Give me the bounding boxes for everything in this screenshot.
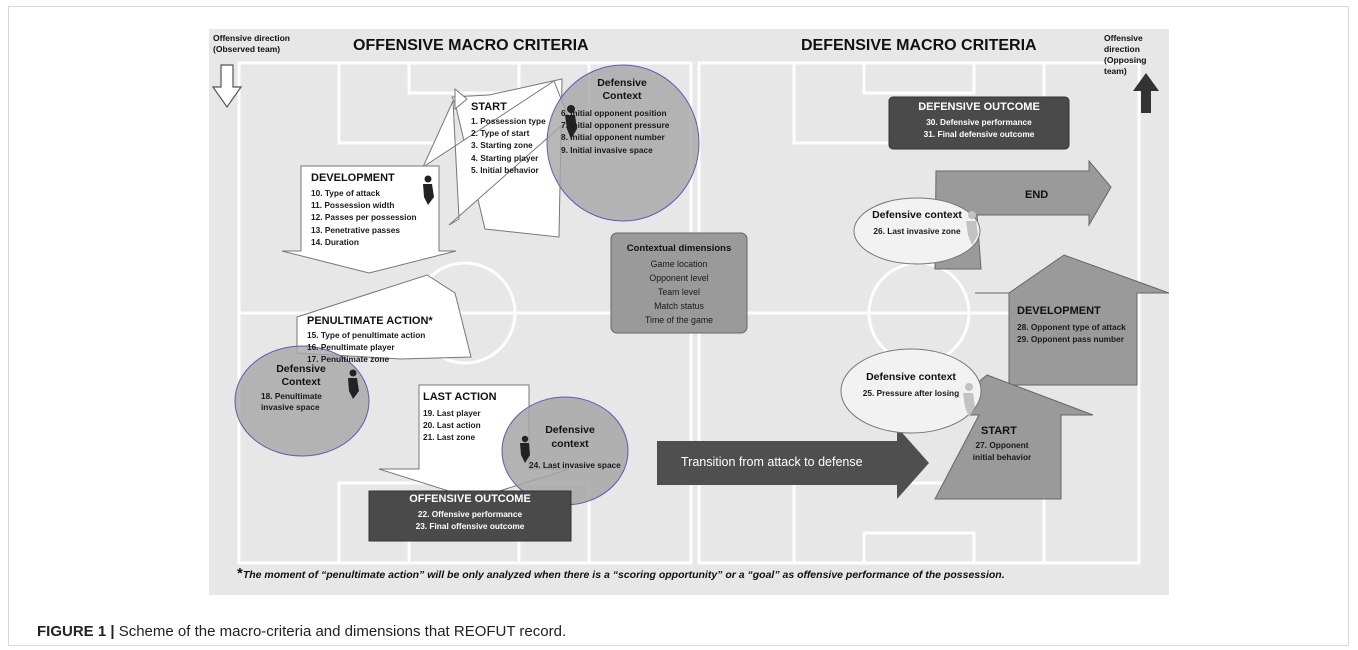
defensive-context-last-list: 24. Last invasive space (529, 460, 621, 470)
opp-start-list: 27. Opponent initial behavior (972, 440, 1032, 463)
defensive-context-last-title: Defensive context (545, 424, 595, 450)
figure-caption: FIGURE 1 | Scheme of the macro-criteria … (37, 623, 566, 640)
scheme-figure: Offensive direction (Observed team) Offe… (209, 29, 1169, 595)
def-context-loss-list: 25. Pressure after losing (862, 388, 960, 398)
defensive-outcome-list: 30. Defensive performance 31. Final defe… (923, 117, 1035, 140)
caption-label: FIGURE 1 | (37, 623, 115, 640)
end-label: END (1025, 189, 1049, 201)
figure-frame: Offensive direction (Observed team) Offe… (8, 6, 1349, 646)
defensive-context-penultimate-title: Defensive Context (276, 363, 326, 388)
development-list: 10. Type of attack 11. Possession width … (311, 188, 417, 247)
footnote-mark: * (237, 565, 243, 582)
start-list: 1. Possession type 2. Type of start 3. S… (471, 116, 546, 175)
defensive-outcome-title: DEFENSIVE OUTCOME (918, 101, 1040, 113)
offensive-outcome-list: 22. Offensive performance 23. Final offe… (415, 509, 525, 532)
def-context-loss-title: Defensive context (866, 371, 956, 383)
def-context-end-list: 26. Last invasive zone (873, 226, 961, 236)
opp-start-title: START (981, 425, 1017, 437)
pitch-lines (209, 29, 1169, 595)
defensive-context-start-list: 6. Initial opponent position 7. Initial … (561, 108, 670, 155)
penultimate-title: PENULTIMATE ACTION* (307, 315, 433, 327)
pitch-background (209, 29, 1169, 595)
footnote-text: The moment of “penultimate action” will … (242, 569, 1005, 581)
left-direction-label: Offensive direction (Observed team) (213, 33, 290, 54)
defensive-context-start-title: Defensive Context (597, 77, 647, 102)
start-title: START (471, 101, 507, 113)
offensive-outcome-title: OFFENSIVE OUTCOME (409, 493, 531, 505)
development-title: DEVELOPMENT (311, 172, 395, 184)
opp-development-list: 28. Opponent type of attack 29. Opponent… (1017, 322, 1126, 345)
last-action-title: LAST ACTION (423, 391, 497, 403)
transition-label: Transition from attack to defense (681, 455, 863, 469)
contextual-list: Game location Opponent level Team level … (644, 259, 714, 325)
caption-text: Scheme of the macro-criteria and dimensi… (114, 623, 567, 640)
contextual-title: Contextual dimensions (626, 243, 732, 254)
last-action-list: 19. Last player 20. Last action 21. Last… (423, 408, 481, 443)
def-context-end-title: Defensive context (872, 209, 962, 221)
offensive-title: OFFENSIVE MACRO CRITERIA (353, 37, 589, 54)
defensive-context-penultimate-list: 18. Penultimate invasive space (261, 391, 322, 412)
penultimate-list: 15. Type of penultimate action 16. Penul… (307, 330, 426, 365)
opp-development-title: DEVELOPMENT (1017, 305, 1101, 317)
right-direction-label: Offensive direction (Opposing team) (1104, 33, 1147, 76)
footnote: *The moment of “penultimate action” will… (237, 565, 1005, 582)
defensive-title: DEFENSIVE MACRO CRITERIA (801, 37, 1037, 54)
